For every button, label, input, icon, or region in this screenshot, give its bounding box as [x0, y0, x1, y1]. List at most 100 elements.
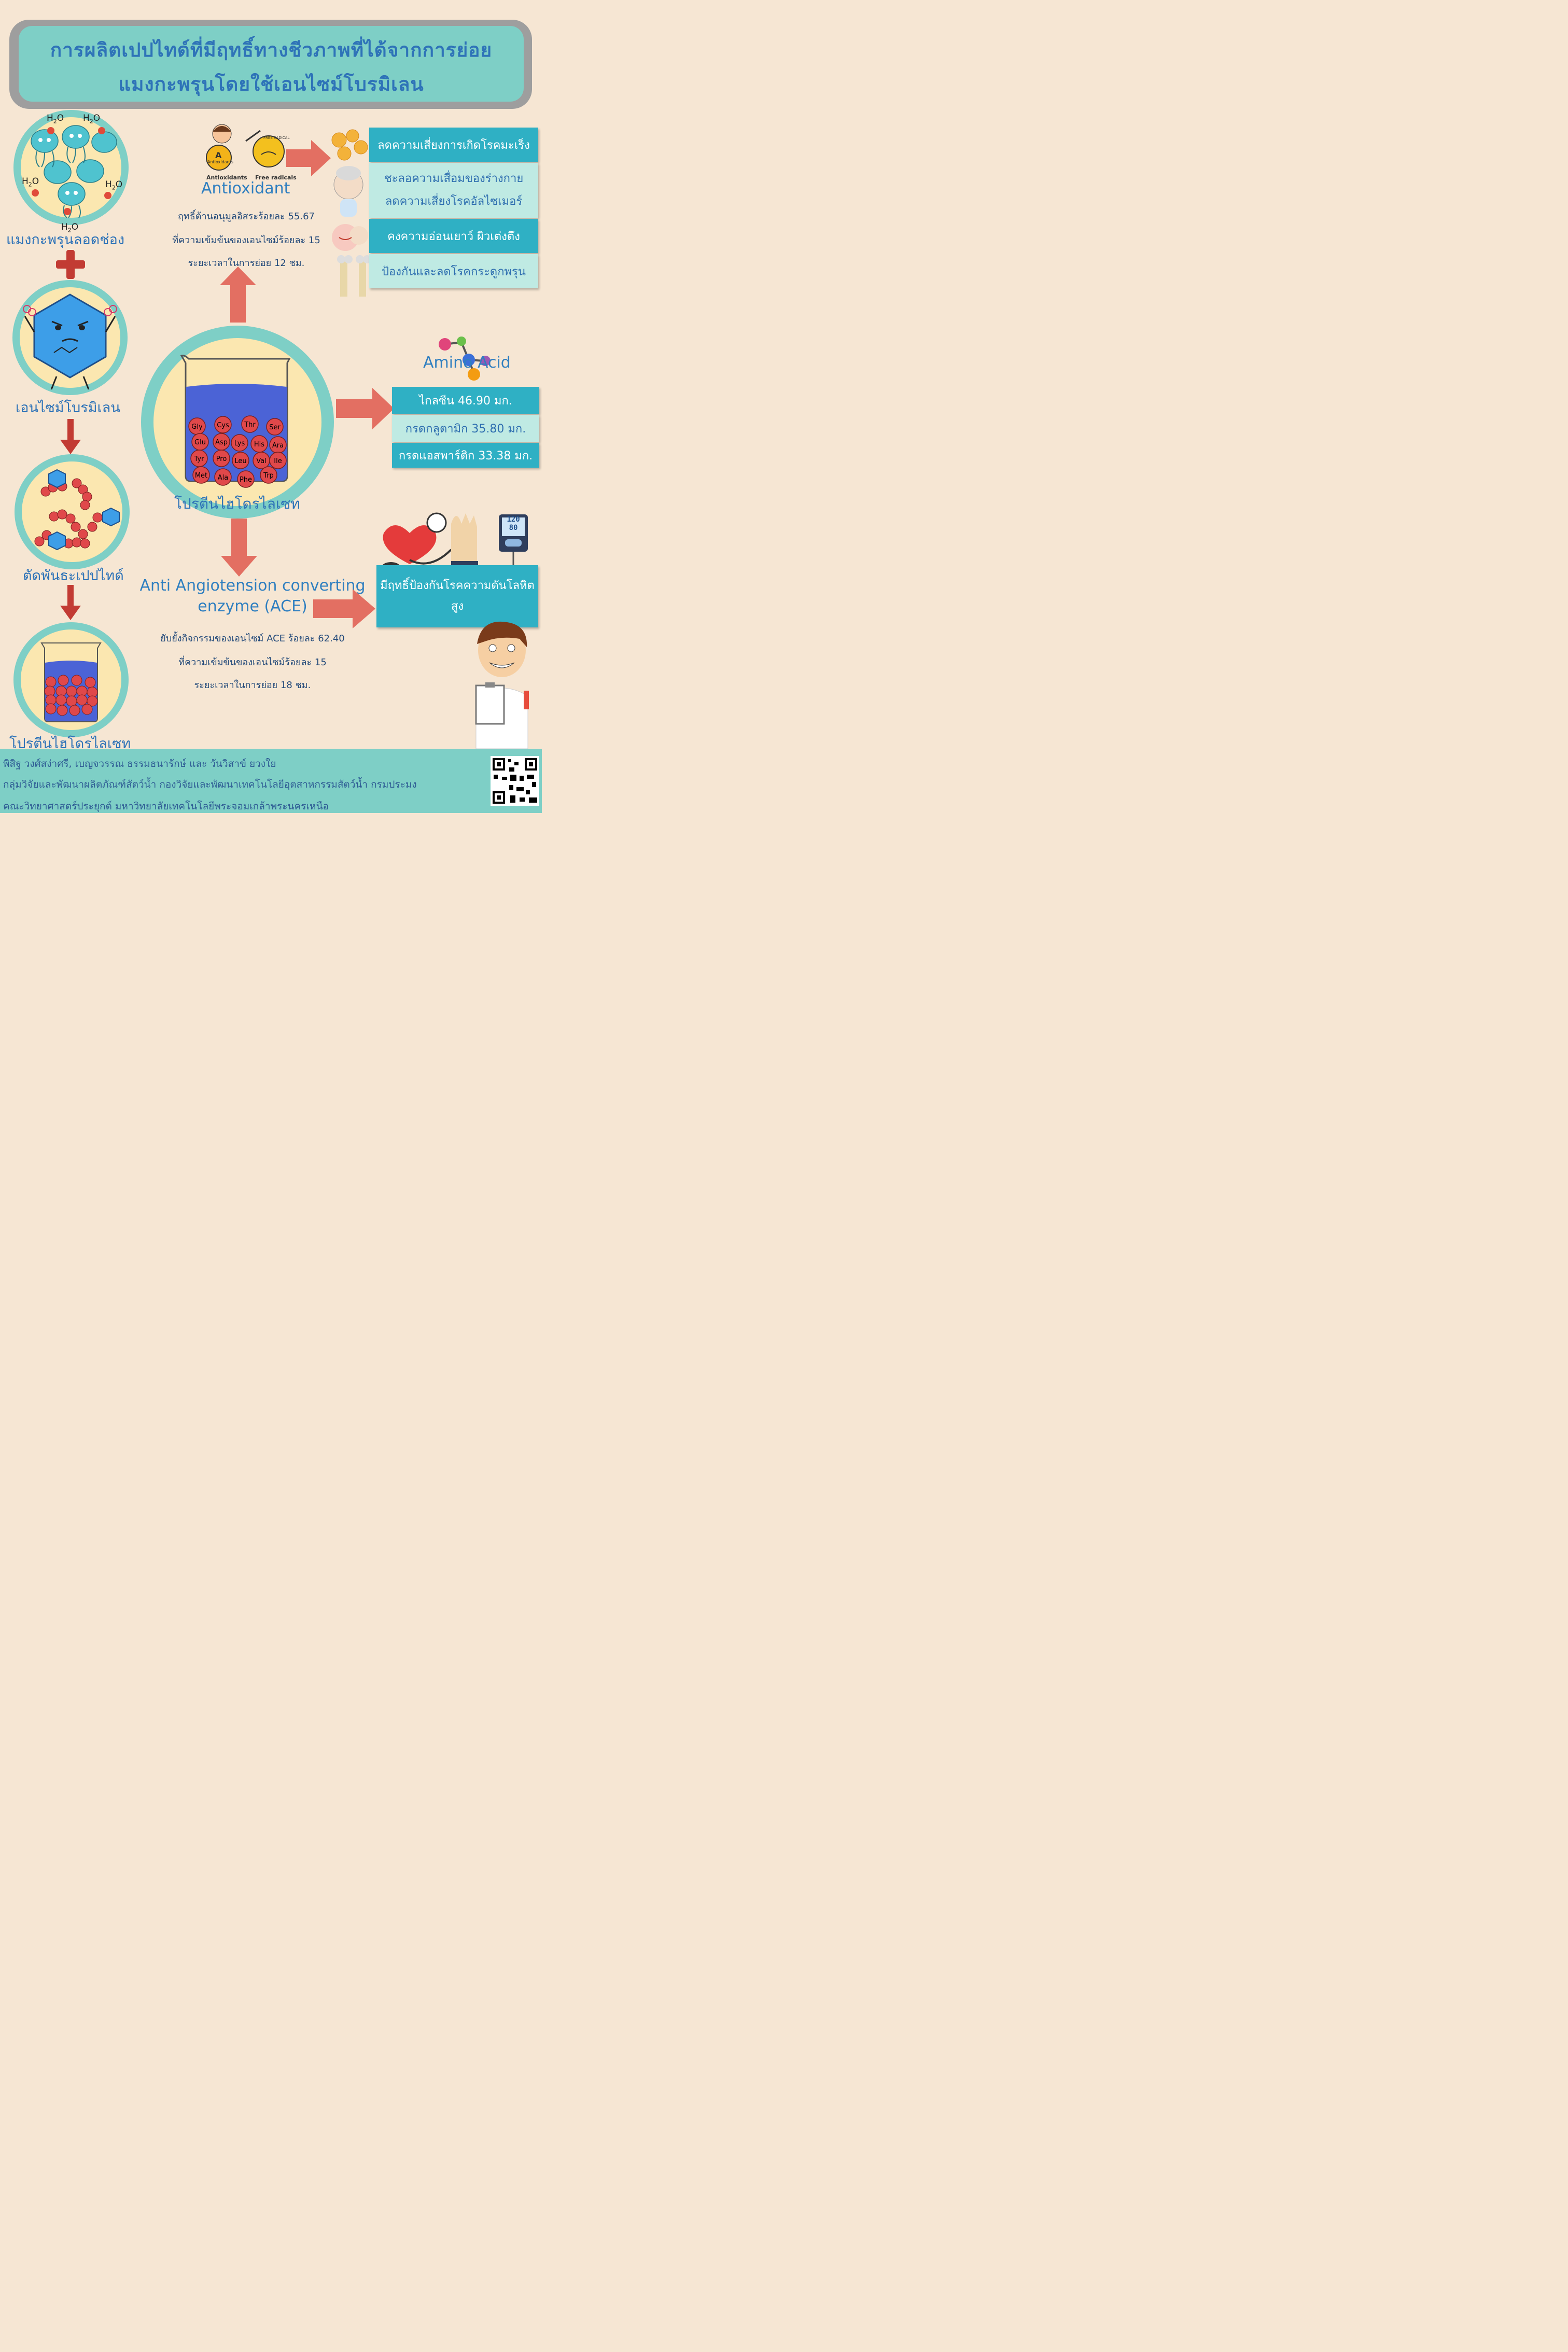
step-enzyme-label: เอนไซม์โบรมิเลน [16, 400, 120, 416]
amino-acid-label: Trp [263, 472, 274, 480]
benefit-box-hypertension: มีฤทธิ์ป้องกันโรคความดันโลหิต สูง [376, 565, 538, 627]
right-arrow-icon [313, 589, 375, 628]
footer-authors: พิสิฐ วงศ์สง่าศรี, เบญจวรรณ ธรรมธนารักษ์… [3, 758, 276, 769]
title-line-2: แมงกะพรุนโดยใช้เอนไซม์โบรมิเลน [118, 73, 424, 95]
amino-acid-label: Ara [272, 442, 284, 450]
amino-acid-ball [214, 416, 232, 433]
amino-acid-ball [269, 452, 287, 469]
amino-acid-ball [266, 418, 284, 436]
amino-acid-label: Ala [218, 474, 228, 482]
amino-acid-label: Met [195, 472, 207, 480]
h2o-label-3: H2O [22, 176, 39, 188]
bp-monitor-readout: 120 80 [502, 515, 525, 532]
ace-line-3: ระยะเวลาในการย่อย 18 ชม. [194, 680, 311, 691]
amino-acid-label: Val [256, 457, 266, 465]
up-arrow-icon [220, 267, 256, 323]
amino-acid-label: Glu [194, 439, 206, 446]
h2o-label-1: H2O [47, 113, 64, 125]
h2o-label-4: H2O [105, 179, 123, 191]
peptide-circle [15, 454, 130, 569]
amino-acid-label: Pro [216, 455, 227, 463]
down-arrow-icon [221, 519, 257, 577]
amino-acid-label: Ser [269, 424, 281, 431]
ace-line-1: ยับยั้งกิจกรรมของเอนไซม์ ACE ร้อยละ 62.4… [160, 633, 345, 644]
cancer-cells-icon [331, 129, 368, 161]
badge-antioxidants-inner: Antioxidants [207, 160, 233, 164]
amino-acid-label: Gly [191, 423, 203, 431]
amino-acid-ball [214, 468, 232, 486]
title-banner: การผลิตเปปไทด์ที่มีฤทธิ์ทางชีวภาพที่ได้จ… [19, 26, 524, 102]
title-line-1: การผลิตเปปไทด์ที่มีฤทธิ์ทางชีวภาพที่ได้จ… [50, 39, 493, 61]
amino-acid-label: Cys [217, 422, 229, 429]
amino-row-glutamic: กรดกลูตามิก 35.80 มก. [392, 415, 539, 442]
benefit-box-aging: ชะลอความเสื่อมของร่างกาย ลดความเสี่ยงโรค… [369, 163, 538, 218]
enzyme-circle [12, 280, 128, 395]
footer: พิสิฐ วงศ์สง่าศรี, เบญจวรรณ ธรรมธนารักษ์… [0, 749, 542, 813]
bp-systolic: 120 [507, 515, 520, 524]
amino-acid-label: Asp [215, 439, 228, 446]
down-arrow-icon [60, 419, 81, 454]
down-arrow-icon [60, 585, 81, 620]
benefit-box-bone: ป้องกันและลดโรคกระดูกพรุน [369, 254, 538, 288]
step-cleave-label: ตัดพันธะเปปไทด์ [23, 568, 124, 584]
peptide-cleavage-icon [34, 469, 120, 551]
h2o-label-2: H2O [83, 113, 101, 125]
amino-acid-label: Lys [234, 440, 245, 447]
benefit-box-cancer: ลดความเสี่ยงการเกิดโรคมะเร็ง [369, 128, 538, 162]
amino-acid-label: Thr [244, 421, 256, 429]
amino-acid-ball [231, 434, 248, 452]
small-hydrolysate-circle [13, 622, 129, 737]
amino-acid-ball [232, 452, 249, 469]
hypertension-line-1: มีฤทธิ์ป้องกันโรคความดันโลหิต [380, 579, 535, 592]
amino-acid-label: Ile [274, 457, 282, 465]
antioxidant-line-1: ฤทธิ์ต้านอนุมูลอิสระร้อยละ 55.67 [178, 211, 315, 222]
footer-org-1: กลุ่มวิจัยและพัฒนาผลิตภัณฑ์สัตว์น้ำ กองว… [3, 779, 417, 790]
bp-diastolic: 80 [509, 524, 518, 532]
benefit-aging-line-1: ชะลอความเสื่อมของร่างกาย [384, 172, 524, 185]
free-radicals-caption: Free radicals [255, 174, 297, 181]
doctor-icon [475, 621, 529, 749]
h2o-label-5: H2O [61, 222, 79, 234]
hypertension-line-2: สูง [451, 600, 464, 613]
ace-heading-line-2: enzyme (ACE) [198, 597, 307, 615]
young-skin-icon [332, 224, 368, 251]
right-arrow-icon [336, 388, 394, 429]
amino-acid-ball [192, 466, 210, 484]
amino-acid-label: Leu [234, 457, 246, 465]
antioxidant-line-2: ที่ความเข้มข้นของเอนไซม์ร้อยละ 15 [172, 235, 320, 246]
ace-heading-line-1: Anti Angiotension converting [139, 577, 366, 595]
badge-a: A [215, 150, 222, 160]
antioxidant-mascot-icon [206, 124, 285, 171]
footer-org-2: คณะวิทยาศาสตร์ประยุกต์ มหาวิทยาลัยเทคโนโ… [3, 801, 329, 812]
amino-acid-ball [260, 466, 277, 484]
amino-acid-ball [237, 470, 255, 488]
elderly-icon [333, 166, 363, 217]
antioxidants-caption: Antioxidants [206, 174, 247, 181]
amino-row-aspartic: กรดแอสพาร์ติก 33.38 มก. [392, 443, 539, 468]
qr-code-icon[interactable] [491, 756, 539, 806]
antioxidant-heading: Antioxidant [201, 179, 290, 198]
plus-icon [56, 250, 85, 279]
amino-acid-label: His [254, 441, 264, 449]
antioxidant-line-3: ระยะเวลาในการย่อย 12 ชม. [188, 258, 305, 269]
amino-acid-ball [213, 450, 230, 467]
badge-free-radical-inner: FREE RADICAL [263, 136, 290, 140]
benefit-aging-line-2: ลดความเสี่ยงโรคอัลไซเมอร์ [385, 195, 523, 208]
bromelain-enzyme-icon [23, 293, 117, 390]
ace-line-2: ที่ความเข้มข้นของเอนไซม์ร้อยละ 15 [178, 657, 327, 668]
jellyfish-circle [13, 110, 129, 225]
amino-acid-heading: Amino Acid [423, 354, 511, 372]
amino-acid-label: Phe [240, 476, 252, 484]
right-arrow-icon [286, 140, 331, 176]
blood-pressure-icon [382, 512, 528, 575]
benefit-box-skin: คงความอ่อนเยาว์ ผิวเต่งตึง [369, 219, 538, 253]
molecule-icon [439, 337, 491, 381]
small-beaker-icon [40, 642, 102, 722]
jellyfish-icon [31, 125, 117, 218]
step-jellyfish-label: แมงกะพรุนลอดช่อง [6, 232, 125, 248]
ace-heading: Anti Angiotension converting enzyme (ACE… [136, 576, 369, 617]
amino-acid-ball [241, 415, 259, 433]
center-hydrolysate-label: โปรตีนไฮโดรไลเซท [174, 495, 300, 512]
amino-row-glycine: ไกลซีน 46.90 มก. [392, 387, 539, 414]
